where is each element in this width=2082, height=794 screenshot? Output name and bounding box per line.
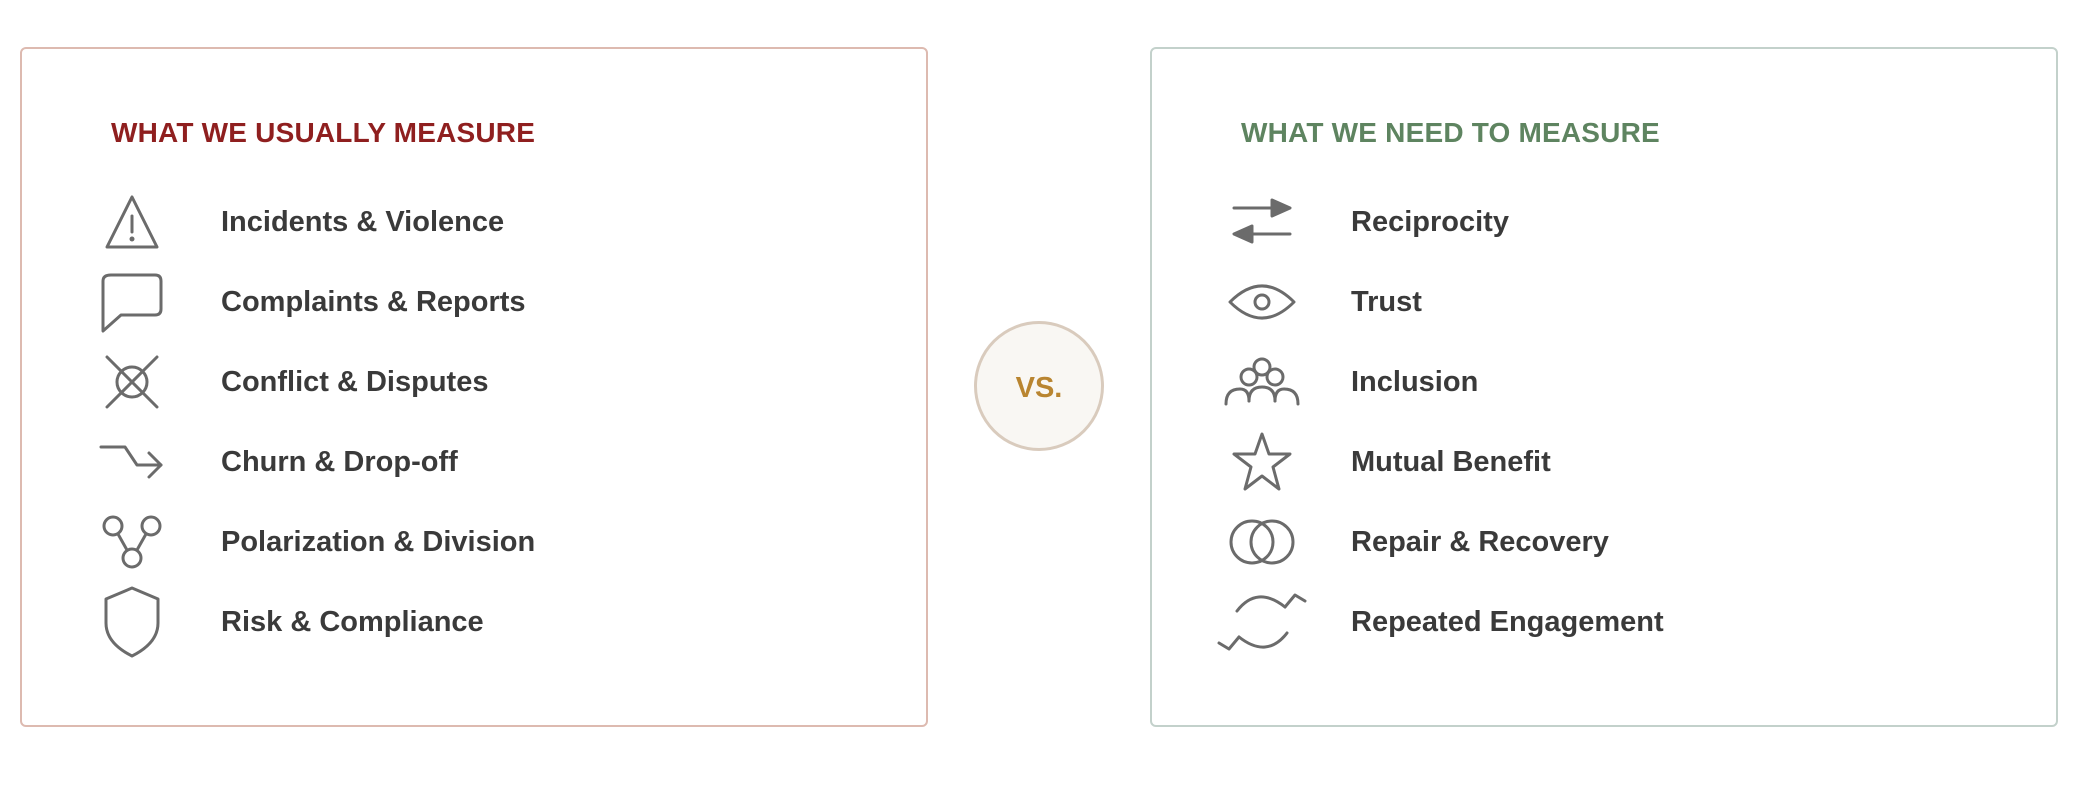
item-label: Conflict & Disputes (221, 366, 489, 398)
list-item: Incidents & Violence (22, 182, 926, 262)
crossed-circle-icon (92, 342, 172, 422)
list-item: Trust (1152, 262, 2056, 342)
list-item: Repeated Engagement (1152, 582, 2056, 662)
item-label: Churn & Drop-off (221, 446, 458, 478)
list-item: Mutual Benefit (1152, 422, 2056, 502)
split-nodes-icon (92, 502, 172, 582)
item-label: Complaints & Reports (221, 286, 526, 318)
exchange-arrows-icon (1222, 182, 1302, 262)
item-label: Inclusion (1351, 366, 1479, 398)
item-label: Polarization & Division (221, 526, 536, 558)
versus-label: VS. (1015, 371, 1063, 404)
item-label: Mutual Benefit (1351, 446, 1551, 478)
list-item: Reciprocity (1152, 182, 2056, 262)
needed-measures-panel: WHAT WE NEED TO MEASURE Reciprocity Trus… (1150, 47, 2058, 727)
list-item: Polarization & Division (22, 502, 926, 582)
versus-badge: VS. (974, 321, 1104, 451)
speech-bubble-icon (92, 262, 172, 342)
star-icon (1222, 422, 1302, 502)
shield-icon (92, 582, 172, 662)
item-label: Reciprocity (1351, 206, 1509, 238)
eye-icon (1222, 262, 1302, 342)
list-item: Complaints & Reports (22, 262, 926, 342)
group-people-icon (1222, 342, 1302, 422)
overlapping-circles-icon (1222, 502, 1302, 582)
drop-off-arrow-icon (92, 422, 172, 502)
list-item: Inclusion (1152, 342, 2056, 422)
warning-triangle-icon (92, 182, 172, 262)
item-label: Risk & Compliance (221, 606, 484, 638)
list-item: Risk & Compliance (22, 582, 926, 662)
item-label: Repair & Recovery (1351, 526, 1609, 558)
list-item: Churn & Drop-off (22, 422, 926, 502)
panel-title: WHAT WE NEED TO MEASURE (1241, 117, 1660, 148)
cycle-arrows-icon (1217, 582, 1307, 662)
item-label: Trust (1351, 286, 1422, 318)
item-label: Incidents & Violence (221, 206, 505, 238)
usual-measures-panel: WHAT WE USUALLY MEASURE Incidents & Viol… (20, 47, 928, 727)
item-label: Repeated Engagement (1351, 606, 1664, 638)
panel-title: WHAT WE USUALLY MEASURE (111, 117, 536, 148)
list-item: Conflict & Disputes (22, 342, 926, 422)
list-item: Repair & Recovery (1152, 502, 2056, 582)
